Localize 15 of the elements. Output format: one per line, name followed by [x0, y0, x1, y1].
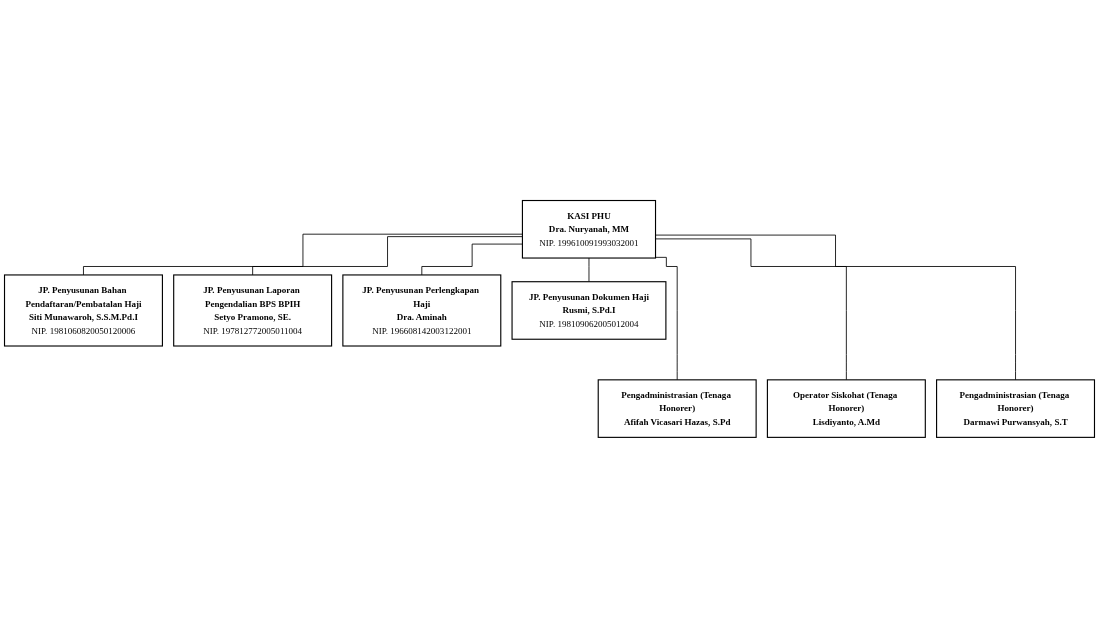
connector [588, 257, 590, 283]
node-box: Pengadministrasian (Tenaga Honorer) Afifah Vicasari Hazas, S.Pd [597, 379, 757, 438]
node-box: KASI PHU Dra. Nuryanah, MM NIP. 199610091993032001 [521, 200, 657, 259]
node-box: Pengadministrasian (Tenaga Honorer) Darmawi Purwansyah, S.T [936, 379, 1096, 438]
node-box: Operator Siskohat (Tenaga Honorer) Lisdiyanto, A.Md [766, 379, 926, 438]
node-box: JP. Penyusunan Perlengkapan Haji Dra. Aminah NIP. 196608142003122001 [342, 274, 502, 347]
connector [655, 234, 1016, 381]
connector [655, 257, 678, 381]
node-box: JP. Penyusunan Laporan Pengendalian BPS BPIH Setyo Pramono, SE. NIP. 197812772005011004 [173, 274, 333, 347]
connector [252, 236, 523, 276]
connector [83, 233, 523, 276]
node-box: JP. Penyusunan Dokumen Haji Rusmi, S.Pd.I NIP. 198109062005012004 [511, 281, 667, 340]
node-box: JP. Penyusunan Bahan Pendaftaran/Pembatalan Haji Siti Munawaroh, S.S.M.Pd.I NIP. 1981060820050120006 [3, 274, 163, 347]
connector [421, 243, 523, 276]
connector [655, 238, 847, 381]
